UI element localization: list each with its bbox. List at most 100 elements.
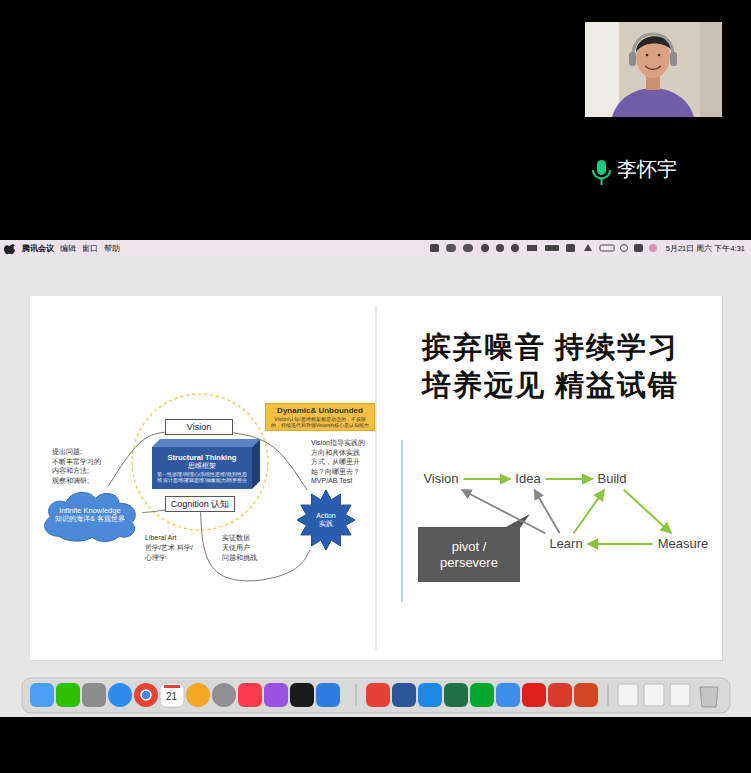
dashed-circle	[132, 394, 268, 530]
person-eye	[658, 54, 661, 57]
app-icon	[56, 683, 80, 707]
menu-item: 腾讯会议	[22, 244, 54, 254]
node-text: Dynamic& Unbounded	[277, 406, 363, 416]
dock-separator	[356, 684, 357, 706]
status-icon	[527, 245, 537, 251]
app-icon	[264, 683, 288, 707]
headphone-cup	[629, 52, 636, 66]
app-icon	[238, 683, 262, 707]
app-icon	[290, 683, 314, 707]
process-box: Vision	[165, 419, 233, 436]
app-icon	[316, 683, 340, 707]
node-text: Measure	[658, 536, 709, 552]
mic-icon	[593, 170, 610, 178]
cloud-shape: Infinite Knowledge知识的海洋& 客观世界	[38, 486, 142, 544]
node-text: Vision	[187, 422, 211, 433]
menu-item: 窗口	[82, 244, 98, 254]
document-icon	[644, 684, 664, 706]
node-text: Structural Thinking	[168, 453, 237, 462]
app-icon	[186, 683, 210, 707]
app-icon	[418, 683, 442, 707]
connector	[534, 490, 559, 533]
cloud-outline	[45, 492, 136, 541]
flow-step: Idea	[513, 471, 542, 487]
status-icon	[584, 244, 592, 251]
annotation-text: Vision指导实践的 方向和具体实践 方式，从哪里开 始？向哪里去？ MVP/…	[311, 438, 373, 486]
star-shape: Action实践	[297, 490, 355, 550]
battery-icon	[600, 245, 614, 251]
node-text: Cognition 认知	[171, 499, 230, 510]
status-icon	[463, 244, 473, 252]
mic-icon	[601, 179, 603, 185]
node-text: 思维框架	[188, 462, 216, 470]
note-box: Dynamic& UnboundedVision/认知/思维框架都是动态的，不设…	[265, 403, 375, 431]
app-icon	[366, 683, 390, 707]
status-icon	[545, 245, 559, 251]
connector	[142, 510, 165, 513]
person-face	[636, 36, 670, 78]
screen-ground	[0, 256, 751, 717]
menu-item: 编辑	[60, 244, 76, 254]
calendar-date: 21	[166, 691, 177, 703]
node-text: Infinite Knowledge	[59, 506, 120, 515]
status-icon	[566, 244, 575, 252]
slide-divider	[376, 306, 377, 650]
status-icon	[481, 244, 489, 252]
flow-step: Learn	[547, 536, 584, 552]
node-text: Idea	[515, 471, 540, 487]
blue-rule	[401, 440, 403, 602]
status-icon	[446, 244, 456, 252]
annotation-text: Liberal Art 哲学/艺术 科学/心理学	[145, 533, 193, 563]
node-text: Vision	[423, 471, 458, 487]
slide-shadow	[31, 297, 723, 661]
apple-logo	[4, 244, 15, 254]
flow-step: Measure	[656, 536, 711, 552]
menu-bar	[0, 240, 751, 256]
cube-side	[252, 439, 260, 489]
video-wall	[700, 22, 722, 117]
cube-box: Structural Thinking思维框架第一性原理/同理心/系统性思维/批…	[152, 447, 252, 489]
connector	[464, 478, 511, 480]
person-shirt	[612, 88, 694, 117]
app-icon	[82, 683, 106, 707]
connector	[201, 512, 310, 580]
cube-top	[152, 439, 260, 447]
annotation-text: 实证数据 天使用户 问题和挑战	[222, 533, 262, 563]
dock	[22, 678, 730, 713]
app-icon	[574, 683, 598, 707]
search-icon	[621, 245, 628, 252]
callout-box: pivot / persevere	[418, 527, 520, 582]
status-icon	[511, 244, 519, 252]
participant-name: 李怀宇	[617, 157, 677, 181]
dock-separator	[608, 684, 609, 706]
headphone-cup	[670, 52, 677, 66]
process-box: Cognition 认知	[165, 496, 235, 513]
document-icon	[618, 684, 638, 706]
node-text: Learn	[549, 536, 582, 552]
node-text: pivot / persevere	[424, 539, 514, 570]
app-icon	[496, 683, 520, 707]
app-icon	[444, 683, 468, 707]
app-icon	[392, 683, 416, 707]
connector	[624, 490, 671, 533]
slide-title: 摈弃噪音 持续学习 培养远见 精益试错	[422, 328, 714, 404]
menu-clock: 5月21日 周六 下午4:31	[666, 244, 745, 253]
app-icon	[522, 683, 546, 707]
video-window	[585, 22, 619, 117]
video-tile	[585, 22, 722, 117]
app-icon	[212, 683, 236, 707]
flow-step: Build	[596, 471, 629, 487]
status-icon	[649, 244, 657, 252]
headphone-band	[633, 34, 673, 58]
node-text: Vision/认知/思维框架都是动态的，不设限的，持续迭代和升级Vision的核…	[270, 416, 370, 428]
callout-pointer	[504, 514, 530, 528]
status-icon	[634, 244, 643, 252]
node-text: Action	[316, 512, 335, 520]
app-icon	[470, 683, 494, 707]
document-icon	[670, 684, 690, 706]
calendar-icon	[160, 683, 184, 707]
node-text: 知识的海洋& 客观世界	[55, 515, 125, 523]
flow-step: Vision	[421, 471, 460, 487]
